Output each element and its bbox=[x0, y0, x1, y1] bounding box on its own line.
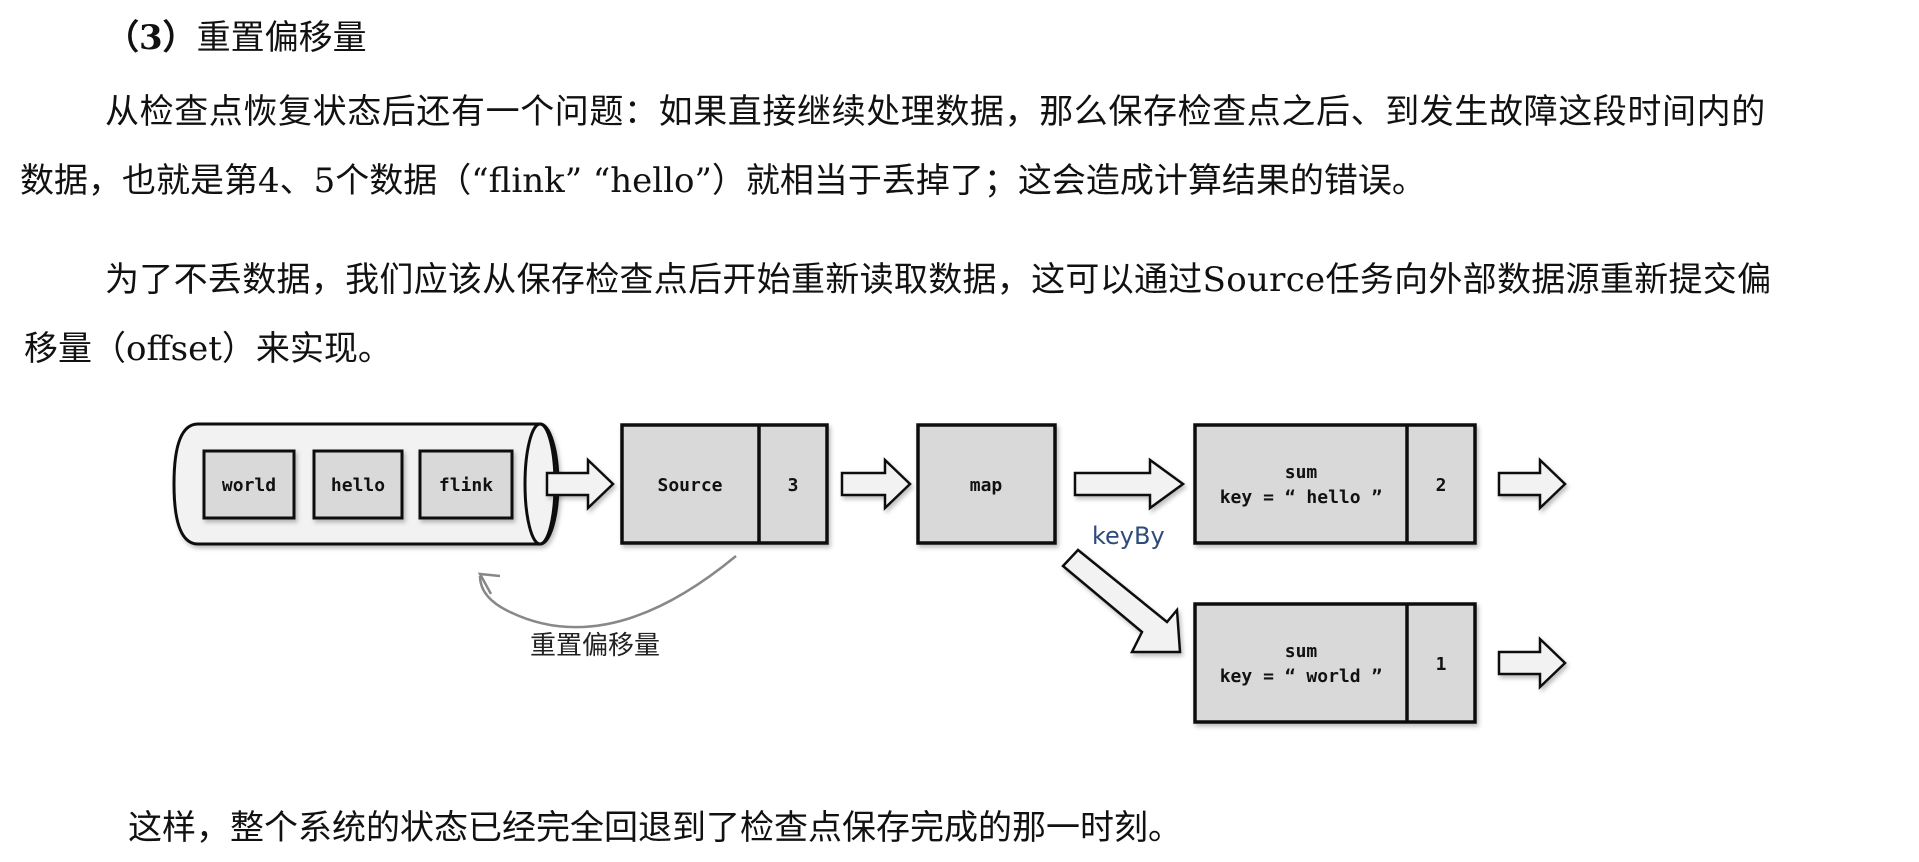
sum-task-hello bbox=[1193, 423, 1477, 545]
arrow-right-icon bbox=[1497, 457, 1567, 511]
paragraph-2-line-2: 移量（offset）来实现。 bbox=[24, 329, 392, 369]
queue-item-label: world bbox=[222, 475, 276, 496]
sum-title: sum bbox=[1285, 641, 1318, 662]
queue-item bbox=[418, 449, 514, 520]
sum-key: key = “ world ” bbox=[1220, 666, 1383, 687]
paragraph-1-line-1: 从检查点恢复状态后还有一个问题：如果直接继续处理数据，那么保存检查点之后、到发生… bbox=[105, 92, 1766, 132]
paragraph-2-line-1: 为了不丢数据，我们应该从保存检查点后开始重新读取数据，这可以通过Source任务… bbox=[105, 260, 1772, 300]
sum-state-value: 2 bbox=[1436, 475, 1447, 496]
arrowhead-icon bbox=[477, 572, 501, 595]
sum-key: key = “ hello ” bbox=[1220, 487, 1383, 508]
paragraph-1-line-2: 数据，也就是第4、5个数据（“flink” “hello”）就相当于丢掉了；这会… bbox=[20, 161, 1426, 201]
arrow-right-icon bbox=[840, 457, 912, 511]
offset-reset-diagram: world hello flink Source 3 map keyBy sum… bbox=[172, 422, 1567, 724]
queue-item bbox=[312, 449, 404, 520]
sum-task-world bbox=[1193, 602, 1477, 724]
arrow-right-icon bbox=[545, 457, 615, 511]
arrow-diagonal-icon bbox=[1061, 548, 1182, 654]
section-number: （3） bbox=[105, 18, 197, 58]
section-heading: （3）重置偏移量 bbox=[105, 18, 367, 58]
sum-state-value: 1 bbox=[1436, 654, 1447, 675]
source-state-value: 3 bbox=[788, 475, 799, 496]
queue-item-label: flink bbox=[439, 475, 493, 496]
section-title: 重置偏移量 bbox=[196, 18, 367, 58]
map-task bbox=[916, 423, 1057, 545]
source-task bbox=[620, 423, 829, 545]
reset-offset-label: 重置偏移量 bbox=[530, 631, 660, 661]
keyby-label: keyBy bbox=[1092, 522, 1165, 550]
arrow-right-icon bbox=[1073, 457, 1186, 511]
paragraph-3: 这样，整个系统的状态已经完全回退到了检查点保存完成的那一时刻。 bbox=[128, 808, 1182, 848]
queue-item-label: hello bbox=[331, 475, 385, 496]
reset-offset-curve-arrow bbox=[478, 555, 737, 629]
map-label: map bbox=[970, 475, 1003, 496]
sum-title: sum bbox=[1285, 462, 1318, 483]
source-label: Source bbox=[657, 475, 722, 496]
arrow-right-icon bbox=[1497, 636, 1567, 690]
queue-item bbox=[202, 449, 296, 520]
